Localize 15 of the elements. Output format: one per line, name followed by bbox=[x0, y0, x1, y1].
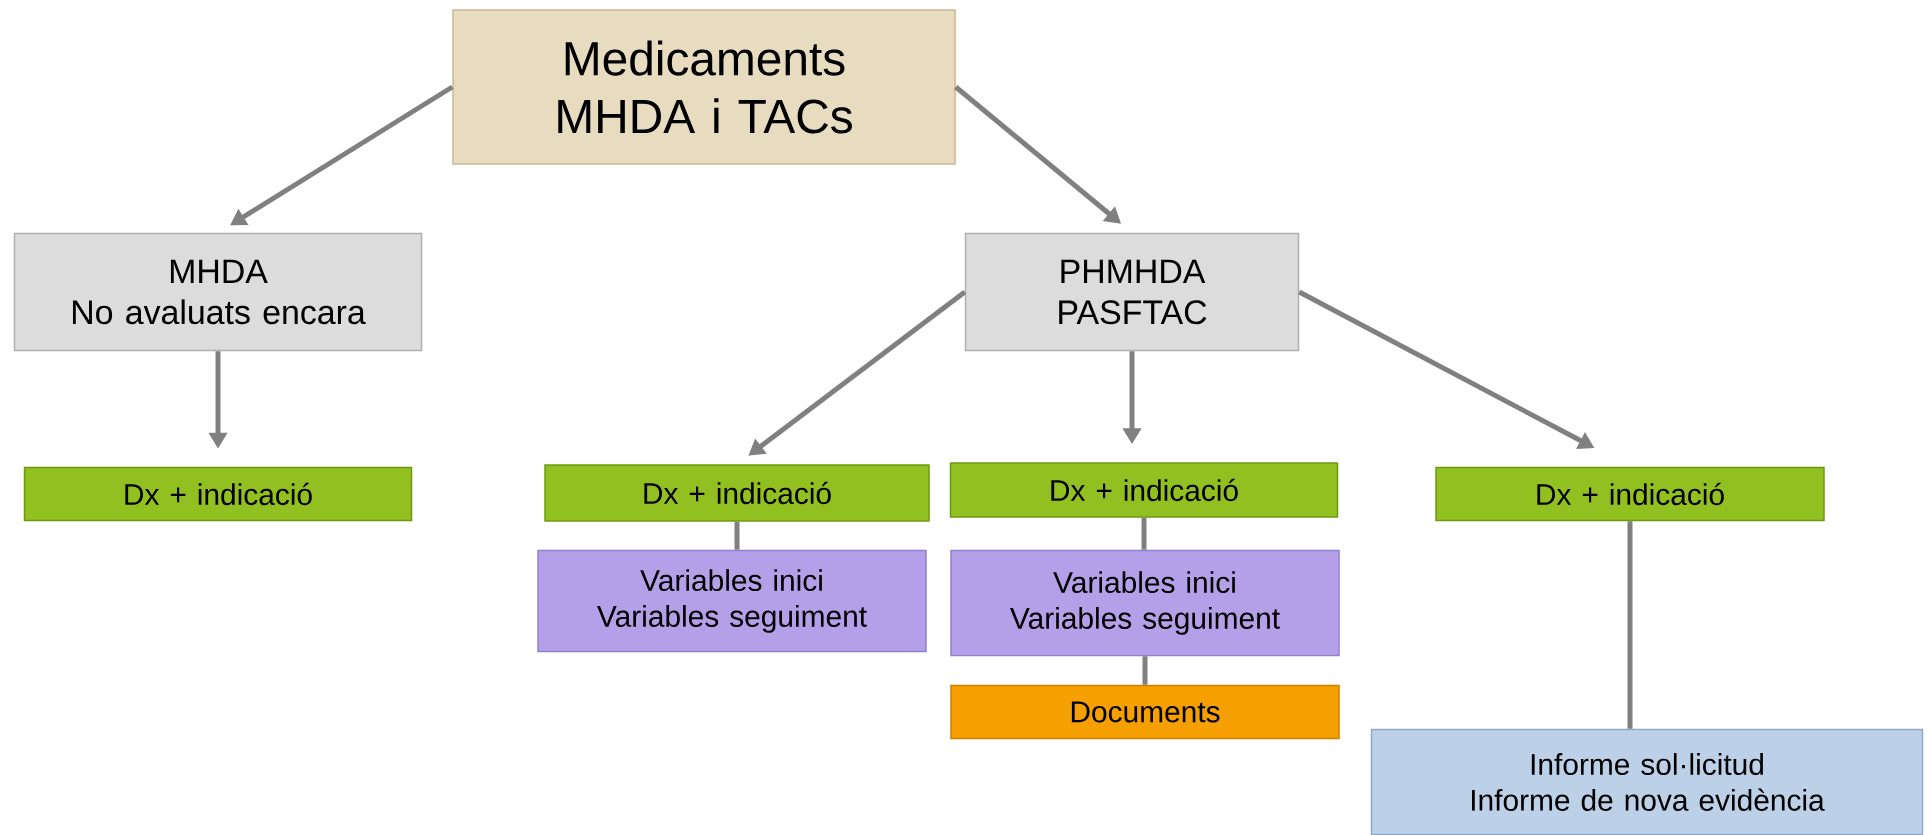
connector-line bbox=[1142, 656, 1148, 685]
connector-line bbox=[734, 521, 740, 550]
indication-box: Dx + indicació bbox=[544, 464, 930, 522]
category-box: MHDA No avaluats encara bbox=[13, 232, 423, 352]
indication-box: Dx + indicació bbox=[949, 462, 1339, 518]
indication-box: Dx + indicació bbox=[23, 466, 413, 522]
connector-line bbox=[1141, 517, 1147, 550]
variables-box: Variables inici Variables seguiment bbox=[950, 549, 1340, 657]
indication-box: Dx + indicació bbox=[1435, 466, 1825, 522]
category-box: PHMHDA PASFTAC bbox=[964, 232, 1300, 352]
connector-line bbox=[1627, 521, 1633, 729]
documents-box: Documents bbox=[950, 684, 1340, 740]
report-box: Informe sol·licitud Informe de nova evidència bbox=[1370, 728, 1924, 835]
title-box: Medicaments MHDA i TACs bbox=[452, 9, 956, 165]
variables-box: Variables inici Variables seguiment bbox=[537, 549, 927, 653]
